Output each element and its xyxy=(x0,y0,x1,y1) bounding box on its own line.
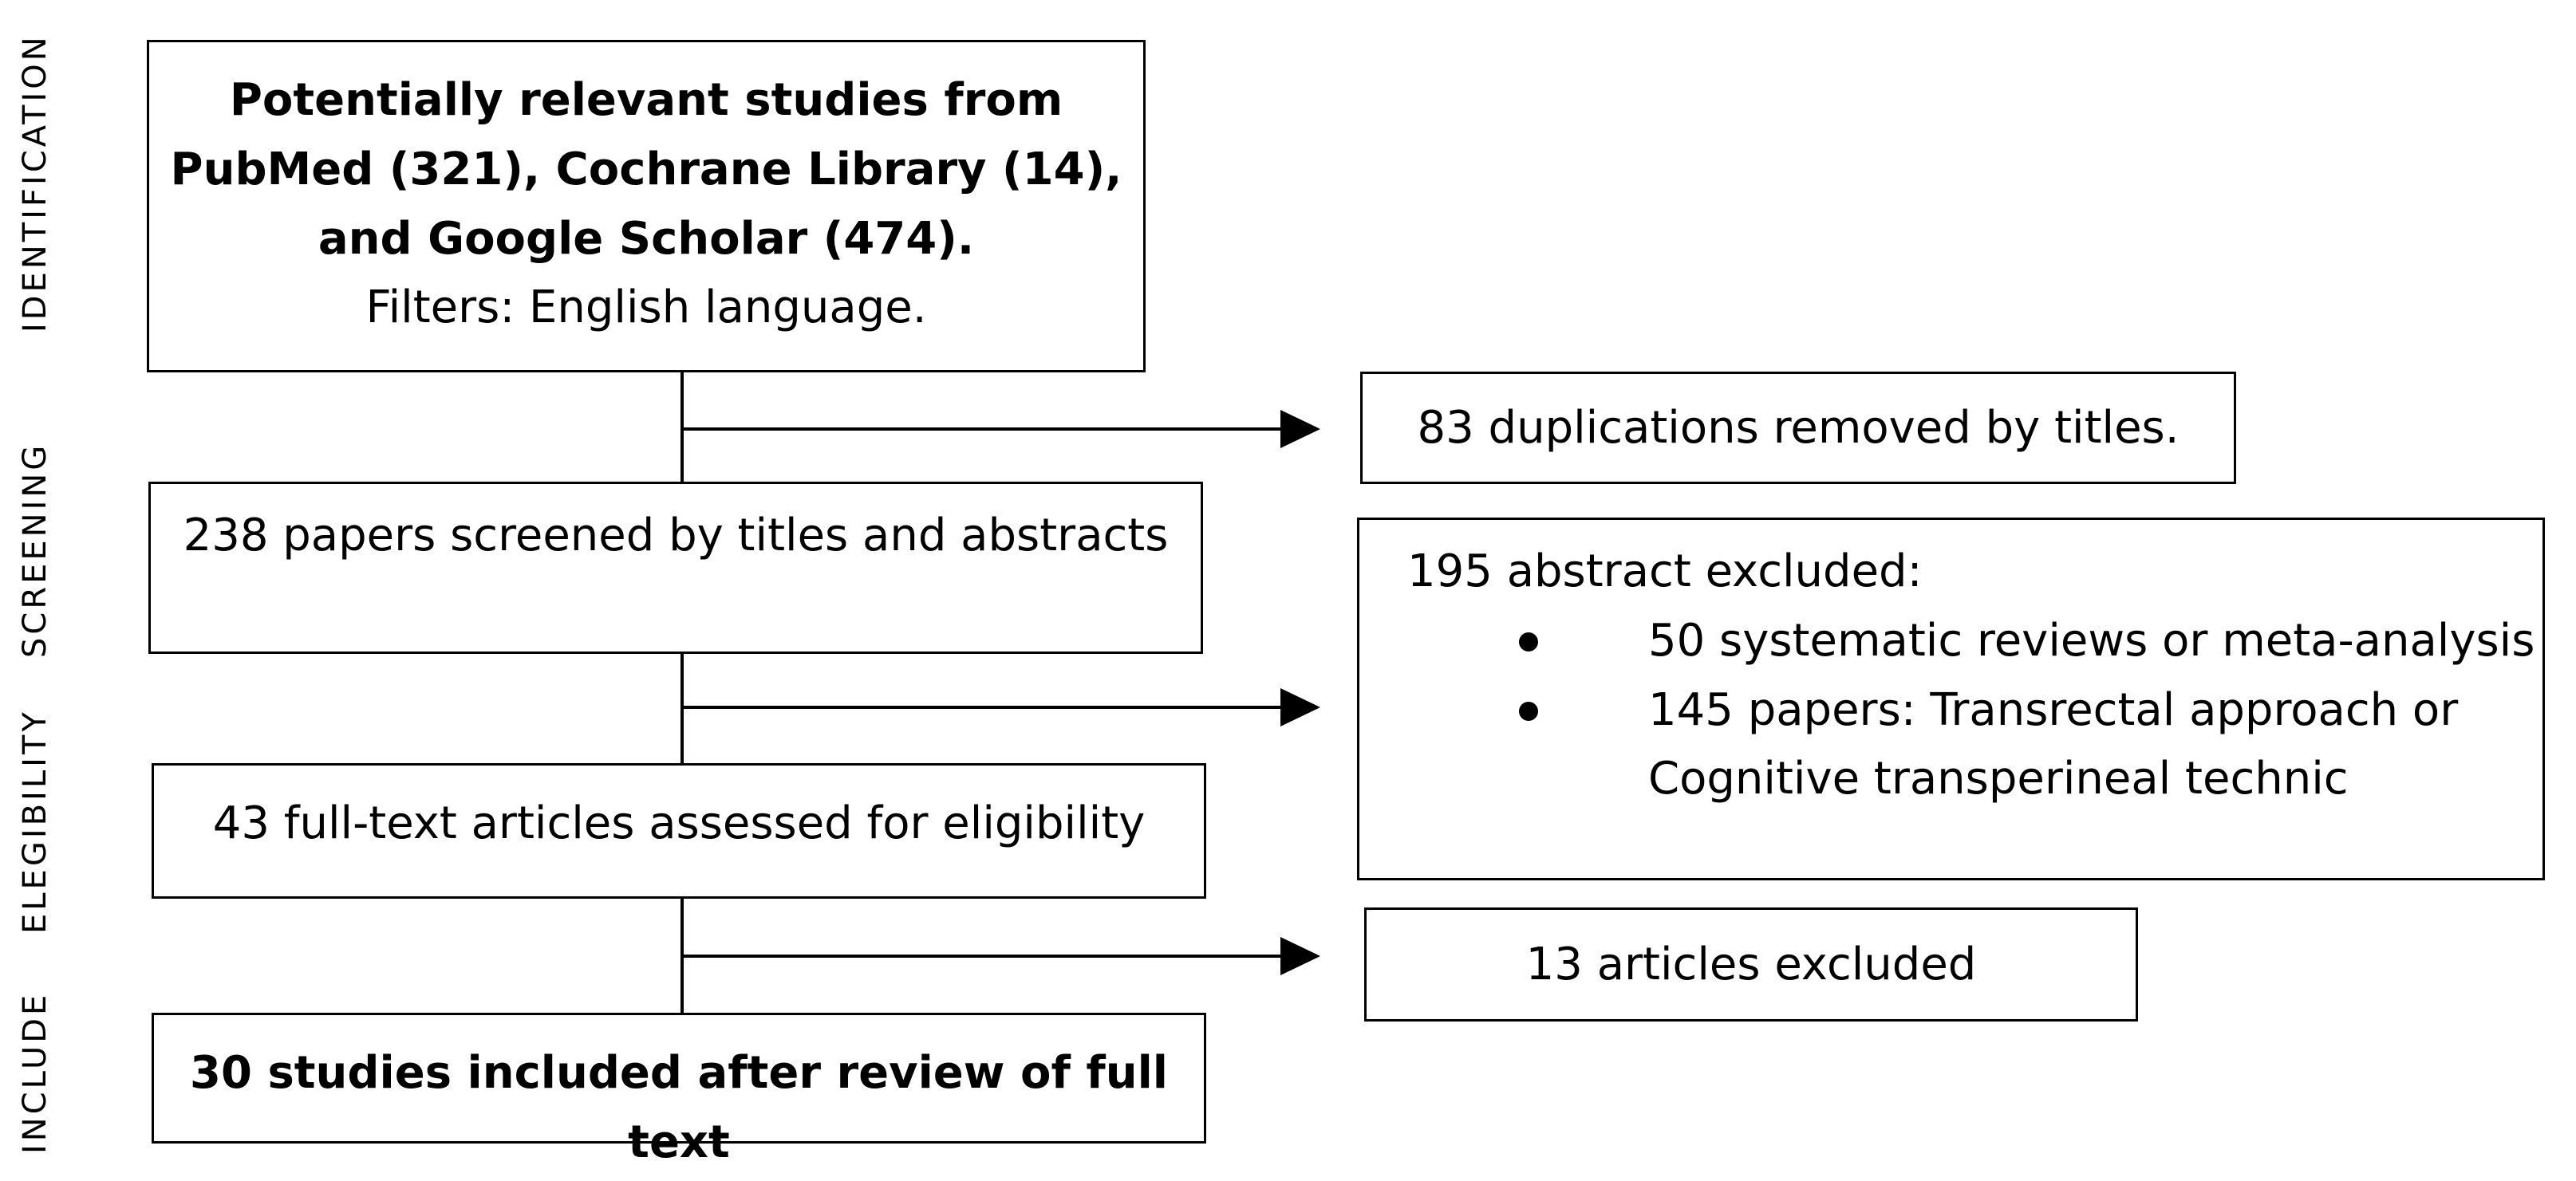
exclusion-reasons-list: 50 systematic reviews or meta-analysis 1… xyxy=(1407,607,2542,814)
exclusion-reason-2-line-2: Cognitive transperineal technic xyxy=(1648,753,2349,805)
duplications-removed-box: 83 duplications removed by titles. xyxy=(1360,372,2236,484)
exclusion-reason-2-line-1: 145 papers: Transrectal approach or xyxy=(1648,683,2459,736)
included-text: 30 studies included after review of full… xyxy=(190,1047,1168,1168)
identification-line-1: Potentially relevant studies from xyxy=(229,74,1063,126)
identification-filters: Filters: English language. xyxy=(365,281,927,334)
full-text-text: 43 full-text articles assessed for eligi… xyxy=(212,797,1146,849)
articles-excluded-box: 13 articles excluded xyxy=(1364,907,2138,1022)
abstracts-excluded-box: 195 abstract excluded: 50 systematic rev… xyxy=(1357,518,2545,880)
arrowhead-1 xyxy=(1280,410,1320,448)
abstracts-excluded-heading: 195 abstract excluded: xyxy=(1407,545,1923,597)
identification-line-3: and Google Scholar (474). xyxy=(318,212,975,265)
exclusion-reason-item: 145 papers: Transrectal approach or Cogn… xyxy=(1407,676,2542,815)
articles-excluded-text: 13 articles excluded xyxy=(1525,939,1977,990)
screened-text: 238 papers screened by titles and abstra… xyxy=(183,510,1169,561)
duplications-removed-text: 83 duplications removed by titles. xyxy=(1417,402,2180,454)
bullet-icon xyxy=(1519,632,1538,652)
bullet-icon xyxy=(1519,701,1538,721)
identification-line-2: PubMed (321), Cochrane Library (14), xyxy=(170,143,1122,195)
exclusion-reason-1: 50 systematic reviews or meta-analysis xyxy=(1648,614,2535,667)
identification-box: Potentially relevant studies from PubMed… xyxy=(147,40,1146,372)
included-box: 30 studies included after review of full… xyxy=(152,1013,1206,1168)
arrowhead-3 xyxy=(1280,937,1320,975)
arrowhead-2 xyxy=(1280,688,1320,726)
exclusion-reason-item: 50 systematic reviews or meta-analysis xyxy=(1407,607,2542,676)
full-text-box: 43 full-text articles assessed for eligi… xyxy=(152,763,1206,899)
screened-box: 238 papers screened by titles and abstra… xyxy=(148,482,1203,654)
